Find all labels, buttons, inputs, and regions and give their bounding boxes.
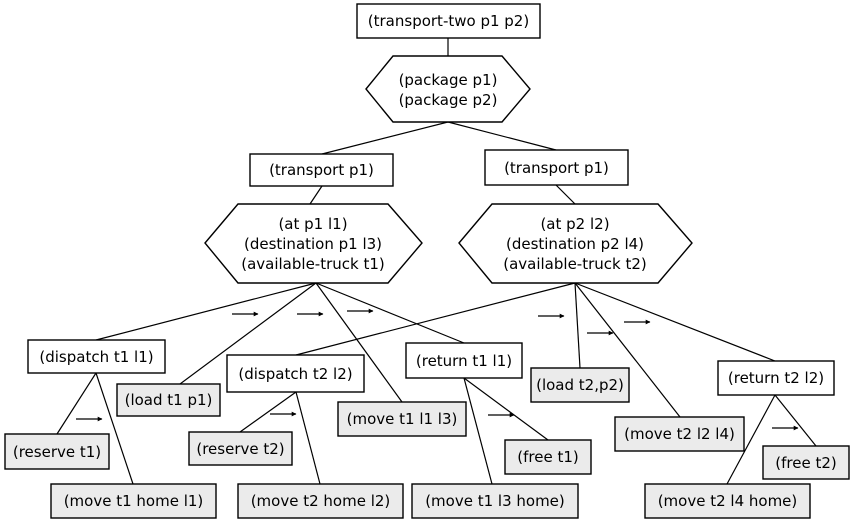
edge-right-conditions-to-right-move bbox=[574, 282, 681, 418]
left-dispatch-label: (dispatch t1 l1) bbox=[39, 348, 153, 366]
edge-right-return-to-right-free bbox=[774, 394, 817, 447]
left-load-node[interactable]: (load t1 p1) bbox=[116, 383, 221, 417]
right-transport-task-node[interactable]: (transport p1) bbox=[484, 149, 629, 186]
right-move-home-label: (move t2 home l2) bbox=[251, 492, 391, 510]
edge-left-dispatch-to-left-move-home bbox=[95, 372, 134, 485]
left-return-label: (return t1 l1) bbox=[416, 352, 512, 370]
left-conditions-node[interactable]: (at p1 l1) (destination p1 l3) (availabl… bbox=[204, 203, 423, 284]
right-move-return-label: (move t2 l4 home) bbox=[658, 492, 798, 510]
edge-right-dispatch-to-right-reserve bbox=[239, 391, 297, 433]
root-task-label: (transport-two p1 p2) bbox=[368, 12, 529, 30]
left-condition-3: (available-truck t1) bbox=[241, 255, 385, 273]
right-move-node[interactable]: (move t2 l2 l4) bbox=[614, 416, 745, 452]
right-return-node[interactable]: (return t2 l2) bbox=[717, 360, 835, 396]
left-move-label: (move t1 l1 l3) bbox=[347, 410, 458, 428]
root-task-node[interactable]: (transport-two p1 p2) bbox=[356, 3, 541, 39]
right-condition-3: (available-truck t2) bbox=[503, 255, 647, 273]
right-reserve-node[interactable]: (reserve t2) bbox=[188, 431, 293, 466]
right-return-label: (return t2 l2) bbox=[728, 369, 824, 387]
edge-right-conditions-to-right-return bbox=[574, 282, 776, 362]
right-dispatch-node[interactable]: (dispatch t2 l2) bbox=[226, 354, 365, 393]
right-free-node[interactable]: (free t2) bbox=[762, 445, 850, 480]
left-dispatch-node[interactable]: (dispatch t1 l1) bbox=[27, 339, 166, 374]
right-transport-task-label: (transport p1) bbox=[504, 159, 609, 177]
right-move-label: (move t2 l2 l4) bbox=[624, 425, 735, 443]
right-move-home-node[interactable]: (move t2 home l2) bbox=[237, 483, 404, 519]
edge-left-task-to-left-conditions bbox=[309, 185, 323, 205]
edge-right-task-to-right-conditions bbox=[555, 184, 576, 205]
left-move-home-node[interactable]: (move t1 home l1) bbox=[50, 483, 217, 519]
edge-left-return-to-left-free bbox=[463, 377, 549, 441]
left-load-label: (load t1 p1) bbox=[125, 391, 213, 409]
edge-left-conditions-to-left-return bbox=[315, 282, 465, 344]
right-condition-2: (destination p2 l4) bbox=[506, 235, 644, 253]
right-load-node[interactable]: (load t2,p2) bbox=[530, 367, 630, 403]
right-conditions-node[interactable]: (at p2 l2) (destination p2 l4) (availabl… bbox=[458, 203, 693, 284]
root-condition-1: (package p1) bbox=[399, 71, 498, 89]
left-condition-2: (destination p1 l3) bbox=[244, 235, 382, 253]
root-conditions-node[interactable]: (package p1) (package p2) bbox=[365, 55, 531, 123]
left-free-label: (free t1) bbox=[517, 448, 578, 466]
edge-right-conditions-to-right-dispatch bbox=[295, 282, 576, 356]
right-reserve-label: (reserve t2) bbox=[196, 440, 284, 458]
right-load-label: (load t2,p2) bbox=[536, 376, 624, 394]
ordering-arrows bbox=[76, 308, 799, 431]
edge-left-dispatch-to-left-reserve bbox=[56, 372, 97, 435]
right-free-label: (free t2) bbox=[775, 454, 836, 472]
edge-root-conditions-to-left-task bbox=[321, 121, 449, 155]
left-condition-1: (at p1 l1) bbox=[278, 215, 347, 233]
left-return-node[interactable]: (return t1 l1) bbox=[405, 342, 523, 379]
edge-left-conditions-to-left-dispatch bbox=[95, 282, 317, 341]
right-dispatch-label: (dispatch t2 l2) bbox=[238, 365, 352, 383]
edge-right-dispatch-to-right-move-home bbox=[295, 391, 321, 485]
edge-right-conditions-to-right-load bbox=[574, 282, 581, 369]
edge-root-conditions-to-right-task bbox=[447, 121, 557, 151]
left-transport-task-label: (transport p1) bbox=[269, 161, 374, 179]
left-move-return-node[interactable]: (move t1 l3 home) bbox=[411, 483, 579, 519]
right-condition-1: (at p2 l2) bbox=[540, 215, 609, 233]
edge-left-return-to-left-move-return bbox=[463, 377, 493, 485]
left-transport-task-node[interactable]: (transport p1) bbox=[249, 153, 394, 187]
edge-right-return-to-right-move-return bbox=[726, 394, 776, 485]
left-move-node[interactable]: (move t1 l1 l3) bbox=[337, 401, 467, 437]
left-move-return-label: (move t1 l3 home) bbox=[425, 492, 565, 510]
root-condition-2: (package p2) bbox=[399, 91, 498, 109]
left-free-node[interactable]: (free t1) bbox=[504, 439, 592, 475]
edges bbox=[56, 38, 817, 485]
left-reserve-label: (reserve t1) bbox=[13, 443, 101, 461]
left-reserve-node[interactable]: (reserve t1) bbox=[4, 433, 110, 470]
left-move-home-label: (move t1 home l1) bbox=[64, 492, 204, 510]
right-move-return-node[interactable]: (move t2 l4 home) bbox=[644, 483, 811, 519]
edge-left-conditions-to-left-move bbox=[315, 282, 403, 403]
edge-left-conditions-to-left-load bbox=[179, 282, 317, 385]
